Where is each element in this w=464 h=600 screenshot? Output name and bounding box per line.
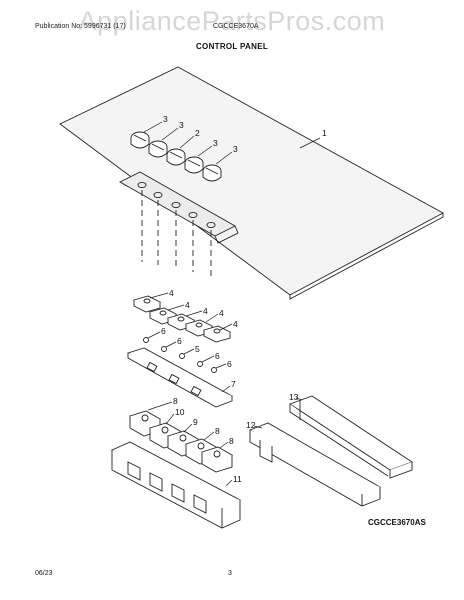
screw-set (143, 337, 217, 373)
callout-leaders (143, 121, 321, 487)
alignment-lines (141, 190, 212, 276)
callout-9: 9 (193, 417, 198, 427)
page-number: 3 (228, 570, 232, 577)
callout-6d: 6 (227, 359, 232, 369)
callout-5: 5 (195, 344, 200, 354)
callout-8a: 8 (173, 396, 178, 406)
callout-4e: 4 (233, 319, 238, 329)
knob-2 (148, 140, 168, 158)
callout-4d: 4 (219, 308, 224, 318)
callout-3b: 3 (179, 120, 184, 130)
callout-labels: 1 3 3 2 3 3 4 4 4 4 4 6 6 5 6 6 7 8 10 9… (161, 114, 327, 484)
callout-4a: 4 (169, 288, 174, 298)
callout-3a: 3 (163, 114, 168, 124)
callout-12: 12 (246, 420, 256, 430)
callout-1: 1 (322, 128, 327, 138)
callout-10: 10 (175, 407, 185, 417)
publication-number: Publication No: 5996731 (17) (35, 23, 126, 30)
switch-5 (202, 325, 232, 343)
knob-holes (137, 181, 216, 229)
callout-7: 7 (231, 379, 236, 389)
callout-3d: 3 (233, 144, 238, 154)
knob-3 (166, 148, 186, 166)
diagram-code: CGCCE3670AS (368, 518, 426, 527)
mounting-bracket (126, 347, 234, 408)
model-number: CGCCE3670A (213, 23, 259, 30)
switch-1 (132, 295, 162, 313)
knob-5 (202, 164, 222, 182)
knob-set (130, 131, 222, 182)
footer-date: 06/23 (35, 570, 53, 577)
control-panel-part (59, 66, 444, 296)
callout-8c: 8 (229, 436, 234, 446)
cover-back (289, 395, 413, 479)
callout-4c: 4 (203, 306, 208, 316)
callout-6c: 6 (215, 351, 220, 361)
callout-4b: 4 (185, 300, 190, 310)
control-panel-edge (289, 213, 444, 300)
callout-3c: 3 (213, 138, 218, 148)
callout-13: 13 (289, 392, 299, 402)
switch-set (132, 295, 232, 343)
callout-11: 11 (233, 474, 242, 484)
callout-8b: 8 (215, 426, 220, 436)
knob-4 (184, 156, 204, 174)
callout-6a: 6 (161, 326, 166, 336)
cover-front (248, 422, 382, 507)
page-title: CONTROL PANEL (195, 42, 269, 51)
lower-switch-set (128, 410, 234, 473)
callout-6b: 6 (177, 336, 182, 346)
switch-housing (110, 441, 242, 529)
knob-1 (130, 131, 150, 149)
callout-2: 2 (195, 128, 200, 138)
